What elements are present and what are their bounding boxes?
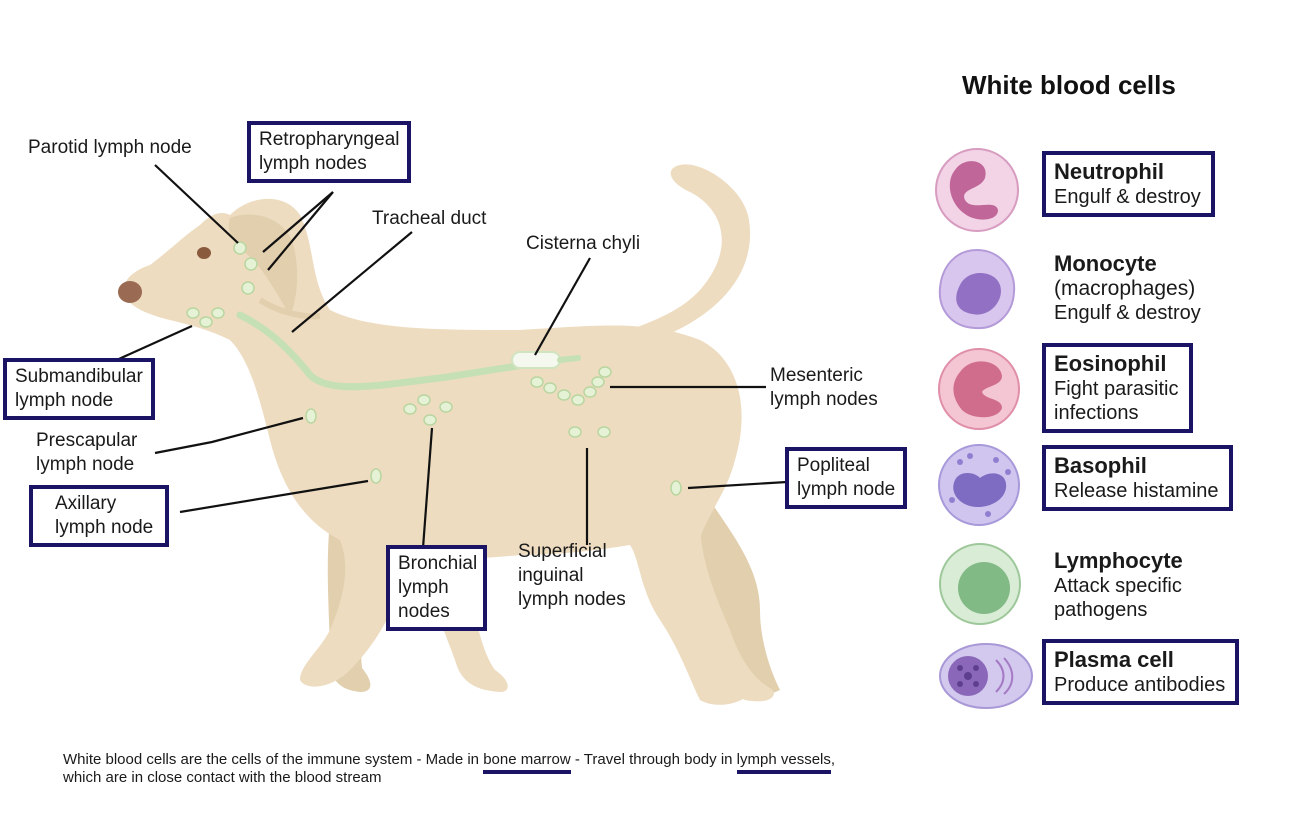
label-retropharyngeal-lymph-nodes: Retropharyngeal lymph nodes [247,121,412,183]
cell-card-plasma-cell: Plasma cell Produce antibodies [1042,639,1240,705]
lymph-node [591,376,605,388]
cell-subname: (macrophages) [1054,277,1196,300]
lymph-node [199,316,213,328]
label-prescapular-lymph-node: Prescapular lymph node [36,430,138,475]
cell-name: Monocyte [1054,251,1157,276]
label-bronchial-lymph-nodes: Bronchial lymph nodes [386,545,488,631]
cell-card-basophil: Basophil Release histamine [1042,445,1233,511]
leader-lines [109,164,788,549]
panel-title: White blood cells [962,70,1176,100]
label-tracheal-duct: Tracheal duct [372,208,487,229]
cell-name: Plasma cell [1054,647,1174,672]
lymph-node [597,426,611,438]
lymph-node [417,394,431,406]
label-cisterna-chyli: Cisterna chyli [526,233,641,254]
label-mesenteric-lymph-nodes: Mesenteric lymph nodes [770,365,878,410]
cell-description: Attack specific [1054,575,1182,597]
highlight-lymph-vessels: lymph vessels [736,751,831,768]
lymph-node [670,480,682,496]
lymph-node [557,389,571,401]
leader-line-retropharyngeal-a [262,191,334,253]
cell-name: Eosinophil [1054,351,1167,376]
cell-card-eosinophil: Eosinophil Fight parasitic infections [1042,343,1193,433]
label-popliteal-lymph-node: Popliteal lymph node [785,447,908,509]
cell-card-monocyte: Monocyte (macrophages) Engulf & destroy [1054,251,1201,325]
lymph-node [211,307,225,319]
lymph-node [571,394,585,406]
lymph-node [186,307,200,319]
cell-card-neutrophil: Neutrophil Engulf & destroy [1042,151,1215,217]
cell-description: Fight parasitic [1054,378,1179,400]
lymph-node [530,376,544,388]
leader-line-submandibular [109,324,193,365]
leader-line-retropharyngeal-b [267,191,334,271]
cell-description: Engulf & destroy [1054,186,1201,208]
leader-line-cisterna [534,257,591,356]
lymph-node [598,366,612,378]
cell-name: Lymphocyte [1054,548,1183,573]
lymph-node [439,401,453,413]
lymph-vessel [236,311,564,391]
leader-line-parotid [154,164,239,244]
cell-description: Produce antibodies [1054,674,1226,696]
basophil-icon [938,444,1020,526]
lymph-node [403,403,417,415]
monocyte-icon [938,248,1016,330]
lymph-node [233,241,247,255]
label-axillary-lymph-node: Axillary lymph node [29,485,170,547]
dog-nose-icon [118,281,142,303]
cell-description: Release histamine [1054,480,1219,502]
leader-line-axillary [179,479,369,514]
lymphocyte-icon [939,543,1021,625]
lymph-node [241,281,255,295]
lymph-node [305,408,317,424]
footnote-line-1: White blood cells are the cells of the i… [63,751,836,768]
leader-line-popliteal [687,480,788,490]
cell-description: Engulf & destroy [1054,302,1201,324]
footnote-line-2: which are in close contact with the bloo… [63,769,382,786]
highlight-bone-marrow: bone marrow [483,751,571,768]
leader-line-bronchial [421,427,434,549]
neutrophil-icon [935,148,1019,232]
lymph-node [244,257,258,271]
label-submandibular-lymph-node: Submandibular lymph node [3,358,155,420]
eosinophil-icon [938,348,1020,430]
leader-line-prescapular [154,416,304,455]
cell-description-line2: pathogens [1054,599,1148,621]
lymph-node-markers [186,241,682,496]
cell-name: Basophil [1054,453,1147,478]
lymph-node [423,414,437,426]
lymph-node [583,386,597,398]
leader-line-tracheal [291,231,413,333]
lymph-node [370,468,382,484]
cell-description-line2: infections [1054,402,1139,424]
plasma-cell-icon [939,643,1033,709]
lymph-node [568,426,582,438]
cell-name: Neutrophil [1054,159,1164,184]
lymph-node [543,382,557,394]
label-parotid-lymph-node: Parotid lymph node [28,137,192,158]
dog-eye-icon [197,247,211,259]
cell-card-lymphocyte: Lymphocyte Attack specific pathogens [1054,548,1183,622]
footnote: White blood cells are the cells of the i… [63,751,835,787]
label-superficial-inguinal-lymph-nodes: Superficial inguinal lymph nodes [518,541,626,610]
